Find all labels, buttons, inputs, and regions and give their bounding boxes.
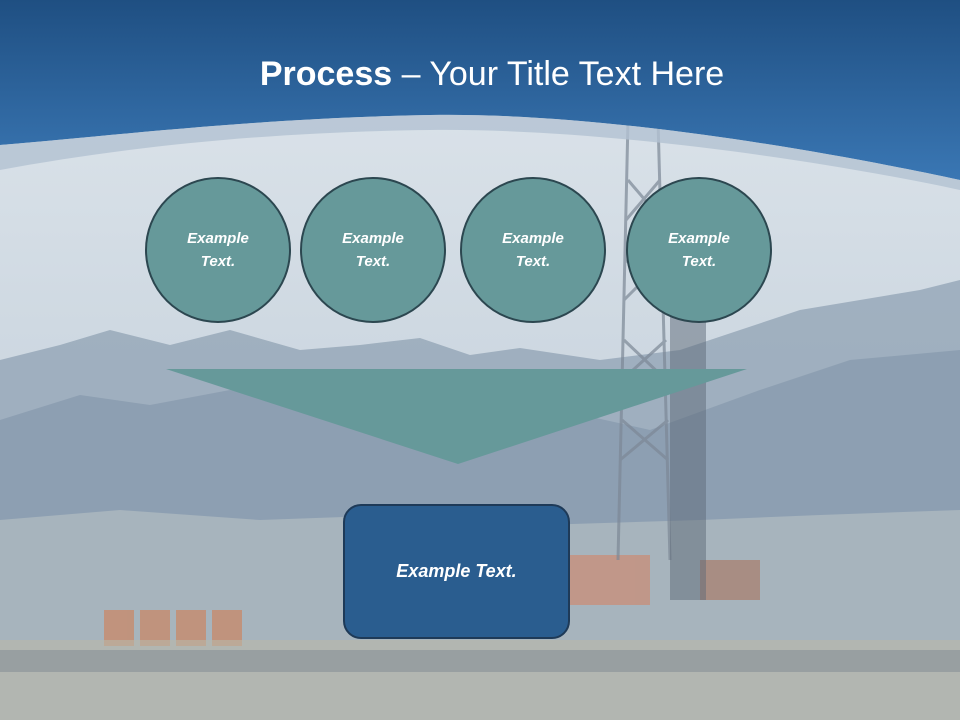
title-bold-text: Process bbox=[259, 55, 393, 93]
step-label: Example Text. bbox=[187, 230, 249, 270]
result-label: Example Text. bbox=[396, 561, 517, 581]
process-step-3: Example Text. bbox=[460, 177, 606, 323]
step-label: Example Text. bbox=[342, 230, 404, 270]
slide-title: Process – Your Title Text Here bbox=[0, 52, 960, 96]
process-step-2: Example Text. bbox=[300, 177, 446, 323]
step-label: Example Text. bbox=[668, 230, 730, 270]
process-step-4: Example Text. bbox=[626, 177, 772, 323]
process-step-1: Example Text. bbox=[145, 177, 291, 323]
step-label: Example Text. bbox=[502, 230, 564, 270]
result-box: Example Text. bbox=[343, 504, 570, 639]
title-rest-text: – Your Title Text Here bbox=[392, 55, 725, 93]
